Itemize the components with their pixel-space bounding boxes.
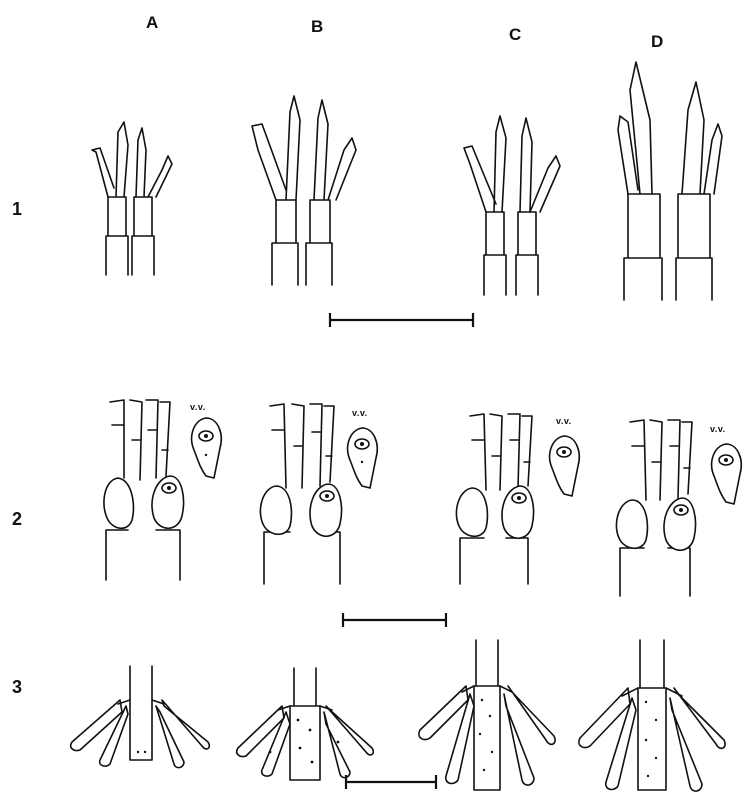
scale-bar-row-2 <box>343 613 446 627</box>
column-label-a: A <box>146 13 158 32</box>
antenna-drawing-d <box>618 62 722 300</box>
tail-fan-drawing-d <box>579 640 725 791</box>
view-label-a: v.v. <box>190 402 206 412</box>
antennule-drawing-c: v.v. <box>456 414 579 584</box>
row-label-1: 1 <box>12 199 22 219</box>
antennule-drawing-b: v.v. <box>260 404 377 584</box>
view-label-c: v.v. <box>556 416 572 426</box>
antenna-drawing-b <box>252 96 356 285</box>
column-label-d: D <box>651 32 663 51</box>
antenna-drawing-a <box>92 122 172 275</box>
column-label-c: C <box>509 25 521 44</box>
scale-bar-row-3 <box>346 775 436 789</box>
view-label-b: v.v. <box>352 408 368 418</box>
tail-fan-drawing-a <box>71 666 210 768</box>
antennule-drawing-d: v.v. <box>616 420 741 596</box>
scale-bar-row-1 <box>330 313 473 327</box>
row-label-3: 3 <box>12 677 22 697</box>
row-label-2: 2 <box>12 509 22 529</box>
tail-fan-drawing-b <box>237 668 374 780</box>
antennule-drawing-a: v.v. <box>104 400 221 580</box>
view-label-d: v.v. <box>710 424 726 434</box>
antenna-drawing-c <box>464 116 560 295</box>
tail-fan-drawing-c <box>419 640 555 790</box>
column-label-b: B <box>311 17 323 36</box>
